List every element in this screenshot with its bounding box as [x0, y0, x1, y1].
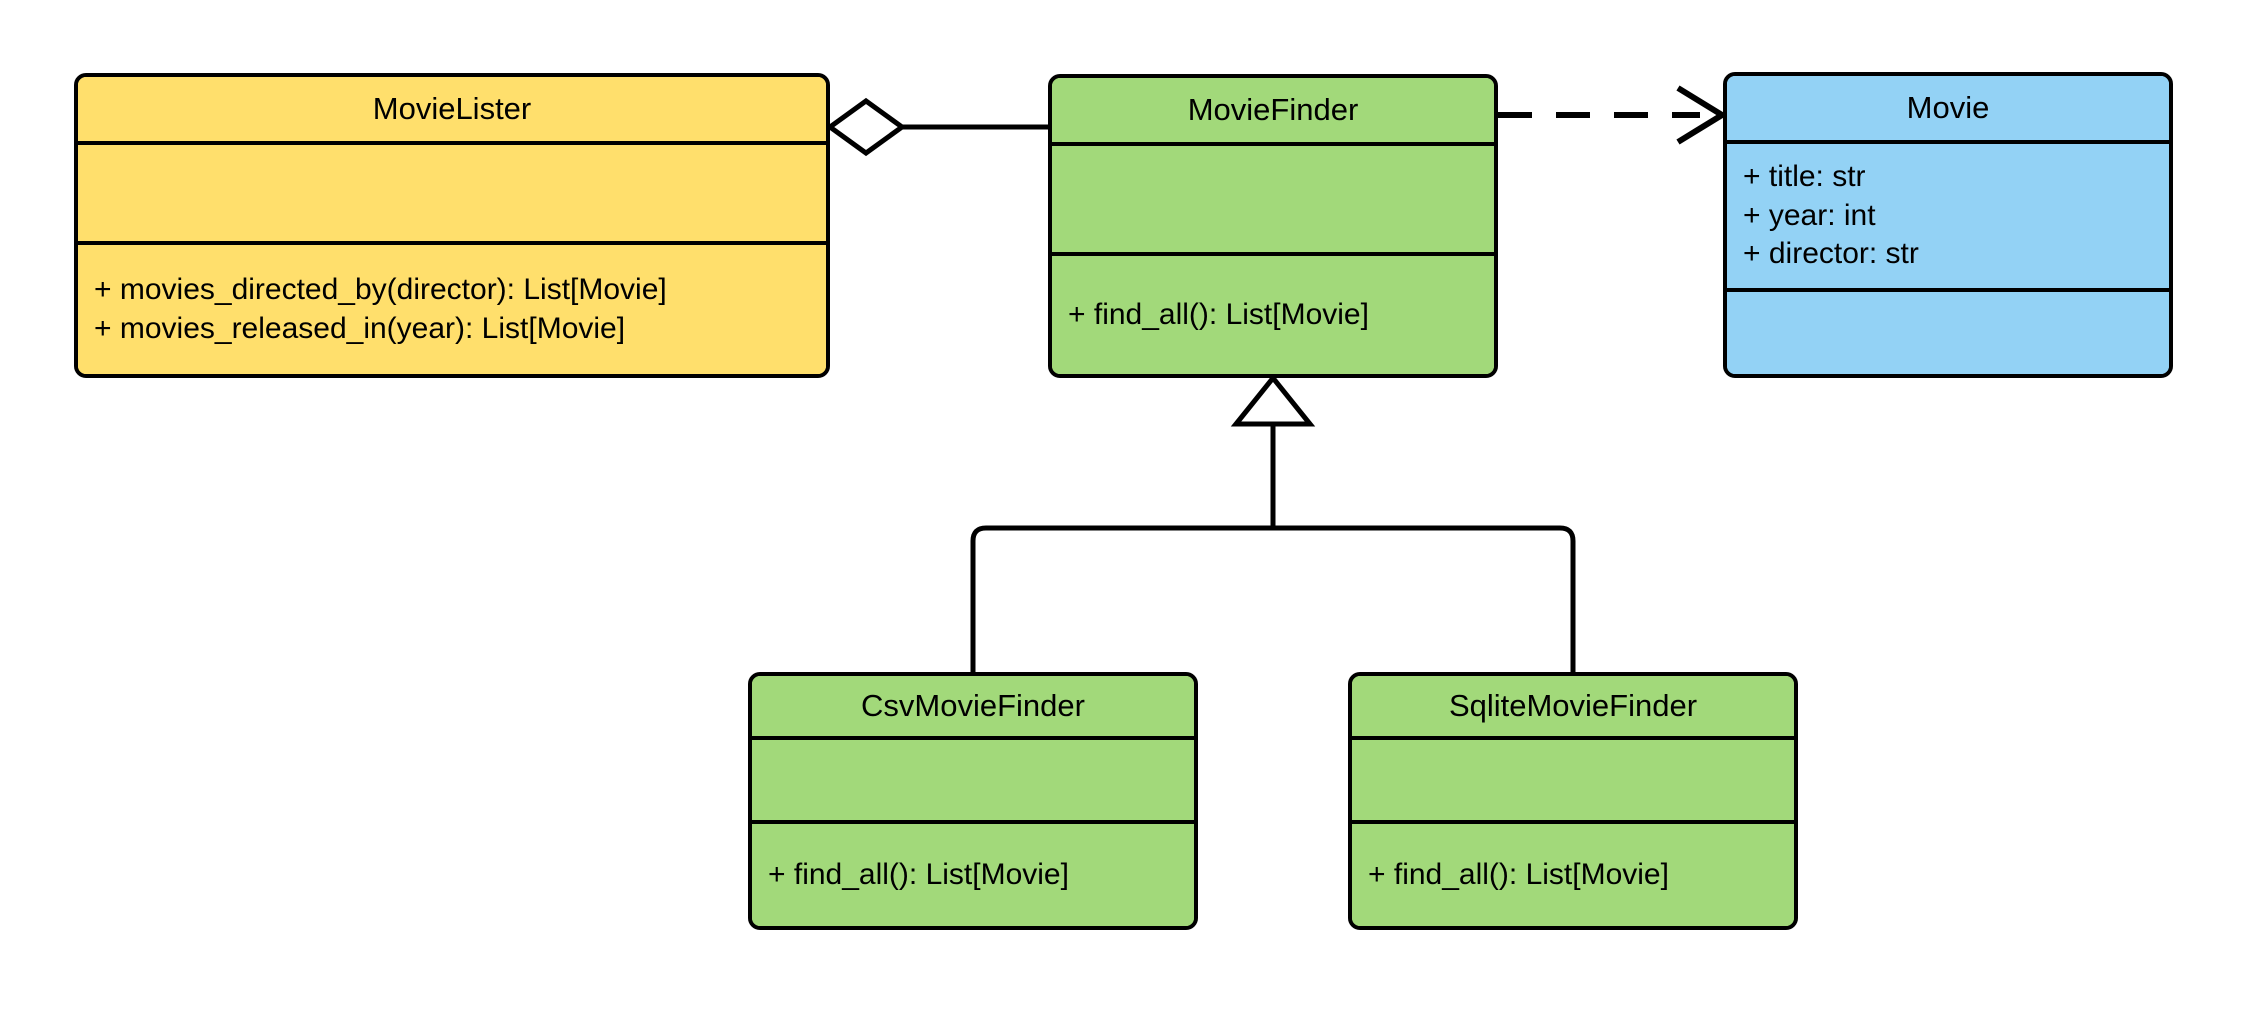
attribute-item: + year: int	[1743, 198, 1876, 232]
attribute-item: + director: str	[1743, 237, 1919, 271]
attributes-compartment	[1052, 146, 1494, 256]
class-title: MovieLister	[372, 91, 532, 127]
class-title: CsvMovieFinder	[861, 688, 1085, 724]
class-box-sqlite-movie-finder[interactable]: SqliteMovieFinder + find_all(): List[Mov…	[1348, 672, 1798, 930]
class-name-compartment: SqliteMovieFinder	[1352, 676, 1794, 740]
class-title: Movie	[1906, 90, 1990, 126]
methods-compartment: + find_all(): List[Movie]	[752, 824, 1194, 926]
method-item: + find_all(): List[Movie]	[1068, 297, 1369, 331]
class-title: SqliteMovieFinder	[1448, 688, 1698, 724]
class-name-compartment: CsvMovieFinder	[752, 676, 1194, 740]
class-name-compartment: MovieLister	[78, 77, 826, 145]
generalization-fork	[970, 525, 1576, 672]
aggregation-connector	[825, 97, 1048, 157]
hollow-diamond-icon	[825, 97, 907, 157]
dependency-connector	[1498, 85, 1728, 145]
methods-compartment: + find_all(): List[Movie]	[1052, 256, 1494, 374]
attributes-compartment	[1352, 740, 1794, 824]
class-box-movie-lister[interactable]: MovieLister + movies_directed_by(directo…	[74, 73, 830, 378]
method-item: + movies_directed_by(director): List[Mov…	[94, 273, 667, 307]
method-item: + find_all(): List[Movie]	[1368, 857, 1669, 891]
class-name-compartment: Movie	[1727, 76, 2169, 144]
class-box-csv-movie-finder[interactable]: CsvMovieFinder + find_all(): List[Movie]	[748, 672, 1198, 930]
method-item: + find_all(): List[Movie]	[768, 857, 1069, 891]
generalization-connector	[970, 374, 1576, 672]
attribute-item: + title: str	[1743, 160, 1866, 194]
attributes-compartment: + title: str + year: int + director: str	[1727, 144, 2169, 292]
attributes-compartment	[752, 740, 1194, 824]
class-box-movie[interactable]: Movie + title: str + year: int + directo…	[1723, 72, 2173, 378]
methods-compartment	[1727, 292, 2169, 374]
class-name-compartment: MovieFinder	[1052, 78, 1494, 146]
methods-compartment: + movies_directed_by(director): List[Mov…	[78, 245, 826, 374]
attributes-compartment	[78, 145, 826, 245]
methods-compartment: + find_all(): List[Movie]	[1352, 824, 1794, 926]
class-box-movie-finder[interactable]: MovieFinder + find_all(): List[Movie]	[1048, 74, 1498, 378]
class-title: MovieFinder	[1187, 92, 1359, 128]
method-item: + movies_released_in(year): List[Movie]	[94, 311, 626, 345]
open-arrow-icon	[1676, 85, 1728, 145]
hollow-triangle-icon	[1230, 374, 1316, 427]
